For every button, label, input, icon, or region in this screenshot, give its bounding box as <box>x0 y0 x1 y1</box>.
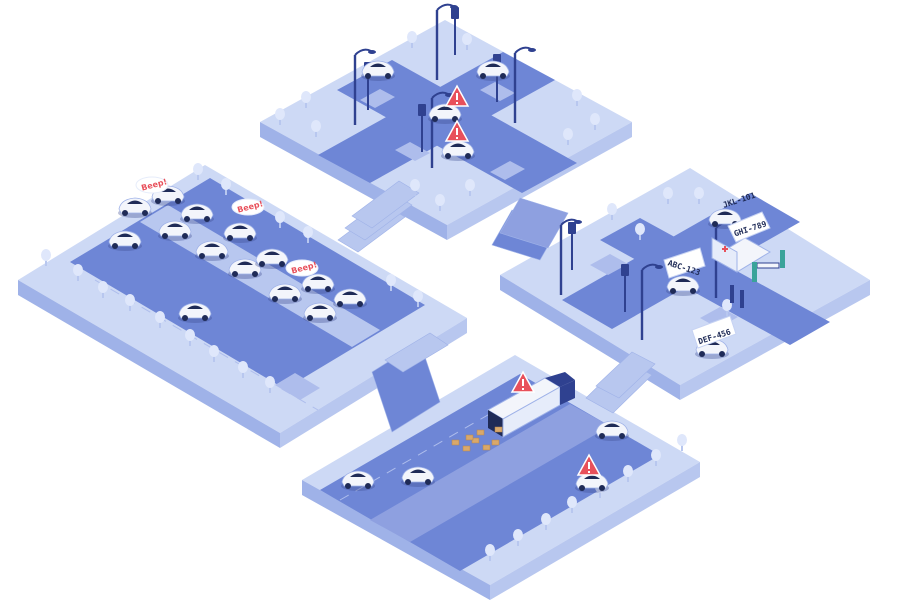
beep-bubble: Beep! <box>231 198 265 216</box>
beep-bubble: Beep! <box>285 259 319 277</box>
bottom-street-block <box>302 355 700 600</box>
plate-tag: GHI-789 <box>727 211 771 243</box>
beep-bubble: Beep! <box>135 176 169 194</box>
scattered-boxes <box>451 426 503 452</box>
medics <box>730 250 785 308</box>
stairs <box>337 180 656 433</box>
beep-bubbles: Beep! Beep! Beep! <box>135 176 319 277</box>
plate-tag: ABC-123 <box>663 247 706 279</box>
ambulance <box>711 237 771 273</box>
